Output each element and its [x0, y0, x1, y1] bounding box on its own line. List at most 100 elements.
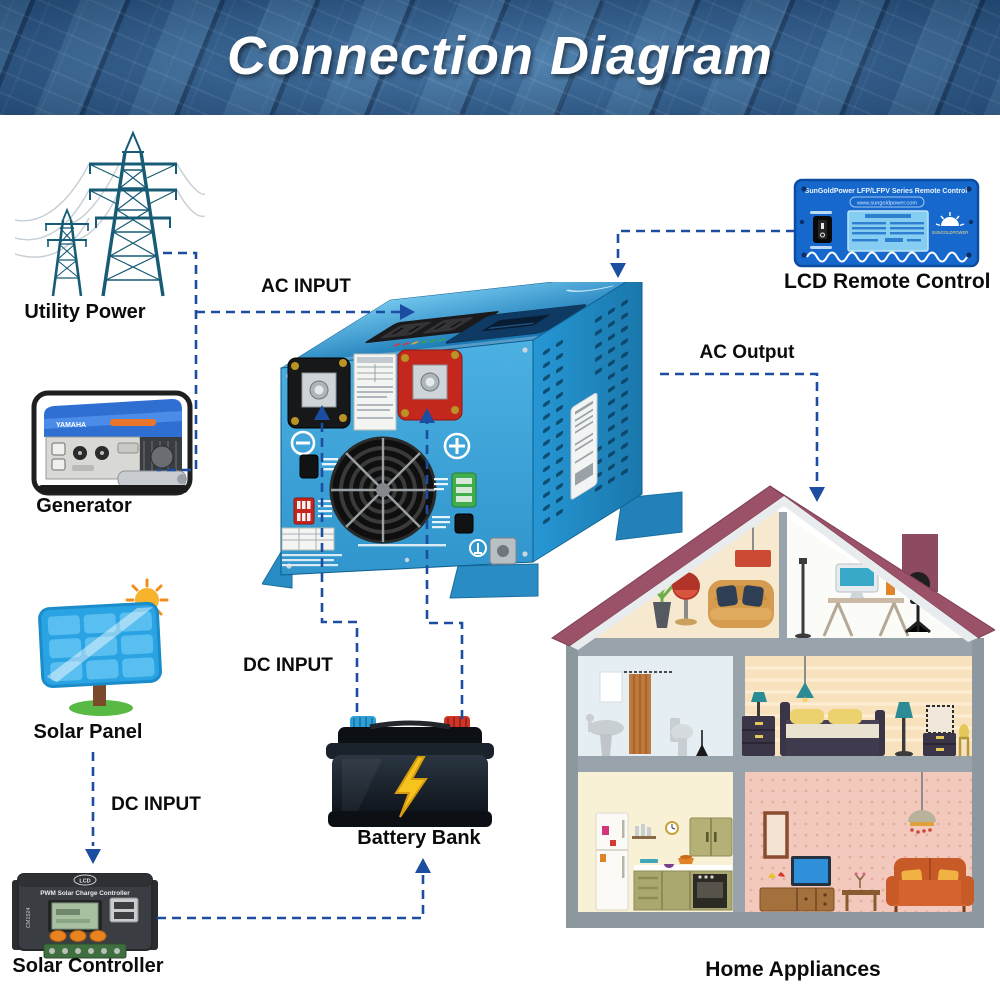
home-appliances-icon	[550, 485, 995, 928]
socket-slots	[391, 321, 463, 335]
house-left-wall	[566, 638, 578, 914]
lcd-digits	[56, 919, 90, 923]
shower-curtain	[624, 671, 674, 754]
bedroom-pendant-lamp	[796, 656, 814, 703]
floor-slab	[578, 756, 972, 772]
cooling-fan	[329, 436, 437, 544]
battery-terminal-positive-post	[397, 349, 463, 421]
arrow-dc-solar	[85, 849, 101, 864]
website-pill	[849, 196, 925, 208]
roof	[550, 485, 995, 650]
dc-input-battery-label: DC INPUT	[243, 655, 333, 676]
lcd-digits	[56, 909, 80, 915]
website-text: www.sungoldpower.com	[856, 201, 917, 207]
ac-input-label: AC INPUT	[261, 276, 351, 297]
lcd-remote-label: LCD Remote Control	[784, 270, 991, 293]
solar-panel-icon	[38, 578, 169, 716]
controller-top-band	[18, 874, 152, 887]
controller-model-text: CM1524	[26, 908, 32, 928]
bedroom-chair	[958, 724, 970, 756]
toilet	[670, 718, 693, 756]
header-banner: Connection Diagram	[0, 0, 1000, 115]
lcd-remote-port	[299, 454, 319, 479]
lcd-badge-text: LCD	[79, 879, 90, 885]
panel-glare	[46, 607, 154, 683]
home-appliances-label: Home Appliances	[705, 958, 881, 981]
screen-header-bar	[865, 214, 911, 218]
dial-center	[100, 451, 104, 455]
wall-clock	[665, 821, 679, 835]
inverter-top-face	[280, 282, 643, 369]
floor-lamp-thin	[795, 558, 811, 639]
transmission-tower-large	[88, 130, 178, 297]
solar-panel-label: Solar Panel	[33, 721, 143, 743]
display-line	[488, 322, 535, 330]
panel-label-strip	[72, 465, 94, 471]
muffler-cap	[177, 474, 187, 484]
minus-symbol	[290, 430, 316, 456]
inverter	[262, 282, 683, 599]
remote-brand-text: SUNGOLDPOWER	[932, 230, 969, 235]
generator-label: Generator	[36, 495, 132, 517]
bathroom-mirror	[599, 671, 623, 703]
arrow-remote	[610, 263, 626, 278]
ac-socket	[380, 321, 432, 339]
wave-decoration	[806, 251, 968, 263]
generator-outlet	[51, 442, 66, 456]
panel-board	[38, 601, 163, 688]
panel-gridlines	[0, 0, 1000, 115]
brand-swoosh	[565, 285, 614, 292]
remote-title-text: SunGoldPower LFP/LFPV Series Remote Cont…	[805, 188, 968, 195]
battery-gloss	[342, 759, 382, 815]
ground-lug	[469, 537, 517, 565]
attic-divider-wall	[779, 512, 787, 638]
nightstand-with-lamp	[742, 692, 775, 756]
mounting-flange	[615, 491, 683, 541]
generator-outlet	[51, 458, 66, 471]
battery-handle	[369, 720, 451, 730]
usb-slot	[114, 912, 134, 919]
battery-terminal-negative-post	[287, 357, 351, 429]
ac-socket	[422, 317, 474, 334]
house-base-slab	[566, 912, 984, 928]
led-indicators	[393, 338, 446, 347]
switch-mark-on	[821, 223, 824, 229]
wall-mirror	[763, 811, 789, 859]
double-bed	[780, 702, 885, 756]
side-label-lines	[575, 400, 593, 486]
toilet-brush	[696, 730, 708, 756]
lightning-bolt-icon	[394, 756, 428, 818]
switch-mark-off	[820, 232, 825, 238]
dc-input-solar-label: DC INPUT	[111, 794, 201, 815]
generator-brand-text: YAMAHA	[56, 422, 86, 429]
solar-controller-icon: LCD PWM Solar Charge Controller CM1524	[12, 873, 158, 959]
dial-center	[78, 451, 82, 455]
terminal-screws	[49, 948, 120, 954]
engine-fan	[150, 445, 174, 469]
arrow-to-battery-bank	[415, 858, 431, 873]
desk-with-computer	[822, 563, 910, 637]
wall-cabinets	[689, 817, 733, 857]
ac-output-label: AC Output	[699, 342, 795, 363]
remote-screws	[799, 186, 974, 258]
banner-vignette	[0, 0, 1000, 115]
solar-controller-label: Solar Controller	[12, 955, 164, 977]
generator-icon: YAMAHA	[31, 390, 193, 496]
counter-items	[640, 855, 694, 868]
line-remote-to-inverter	[616, 229, 795, 262]
switch-rocker	[818, 220, 827, 239]
sun-logo: SUNGOLDPOWER	[932, 212, 969, 235]
sofa	[886, 858, 974, 912]
generator-muffler	[117, 470, 187, 488]
living-room-pendant-lamp	[908, 772, 936, 834]
generator-base	[38, 485, 188, 493]
round-chair	[672, 572, 700, 626]
line-controller-to-battery	[157, 874, 425, 920]
pedestal-sink	[586, 714, 624, 756]
dresser-with-mirror	[923, 705, 956, 756]
inverter-side-face	[532, 282, 643, 563]
floor1-divider-wall	[733, 772, 745, 912]
switch-caption	[810, 246, 832, 249]
page-title: Connection Diagram	[226, 26, 774, 86]
